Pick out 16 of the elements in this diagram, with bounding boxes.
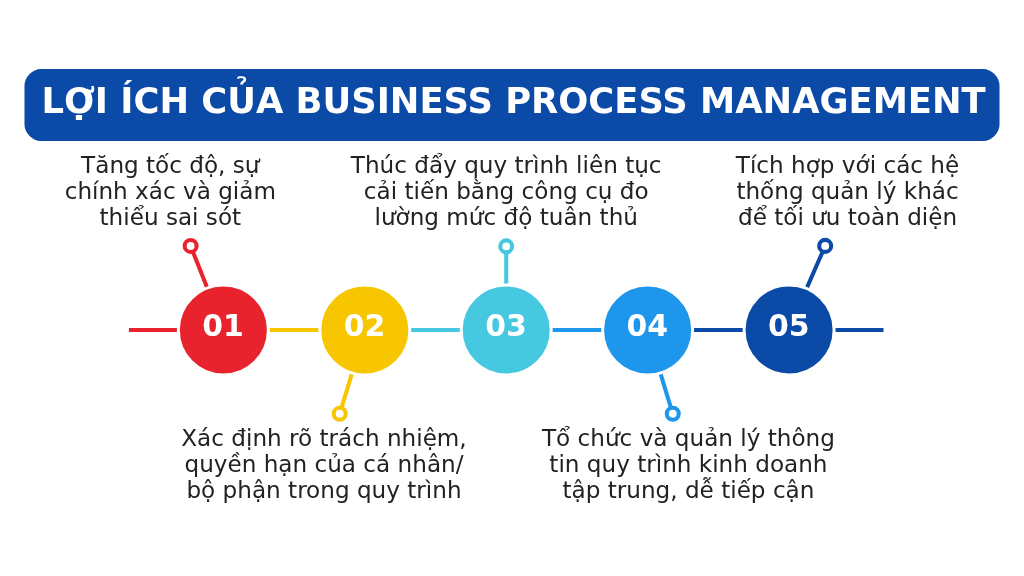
connector	[411, 327, 460, 332]
connector	[805, 237, 834, 288]
connector	[835, 327, 884, 332]
connector	[128, 327, 177, 332]
connector	[694, 327, 743, 332]
connector	[269, 327, 319, 332]
node-text: Tổ chức và quản lý thông tin quy trình kinh doanh tập trung, dễ tiếp cận	[541, 424, 835, 503]
node-text: Tích hợp với các hệ thống quản lý khác để tối ưu toàn diện	[735, 151, 960, 230]
connector	[552, 327, 602, 332]
connector	[182, 237, 209, 287]
connector	[658, 373, 681, 422]
connector	[498, 237, 515, 284]
node-text: Tăng tốc độ, sự chính xác và giảm thiểu sai sót	[64, 151, 276, 230]
node-text: Xác định rõ trách nhiệm, quyền hạn của cá nhân/ bộ phận trong quy trình	[181, 424, 467, 503]
node-text: Thúc đẩy quy trình liên tục cải tiến bằng công cụ đo lường mức độ tuân thủ	[350, 151, 662, 230]
connector	[331, 373, 354, 422]
